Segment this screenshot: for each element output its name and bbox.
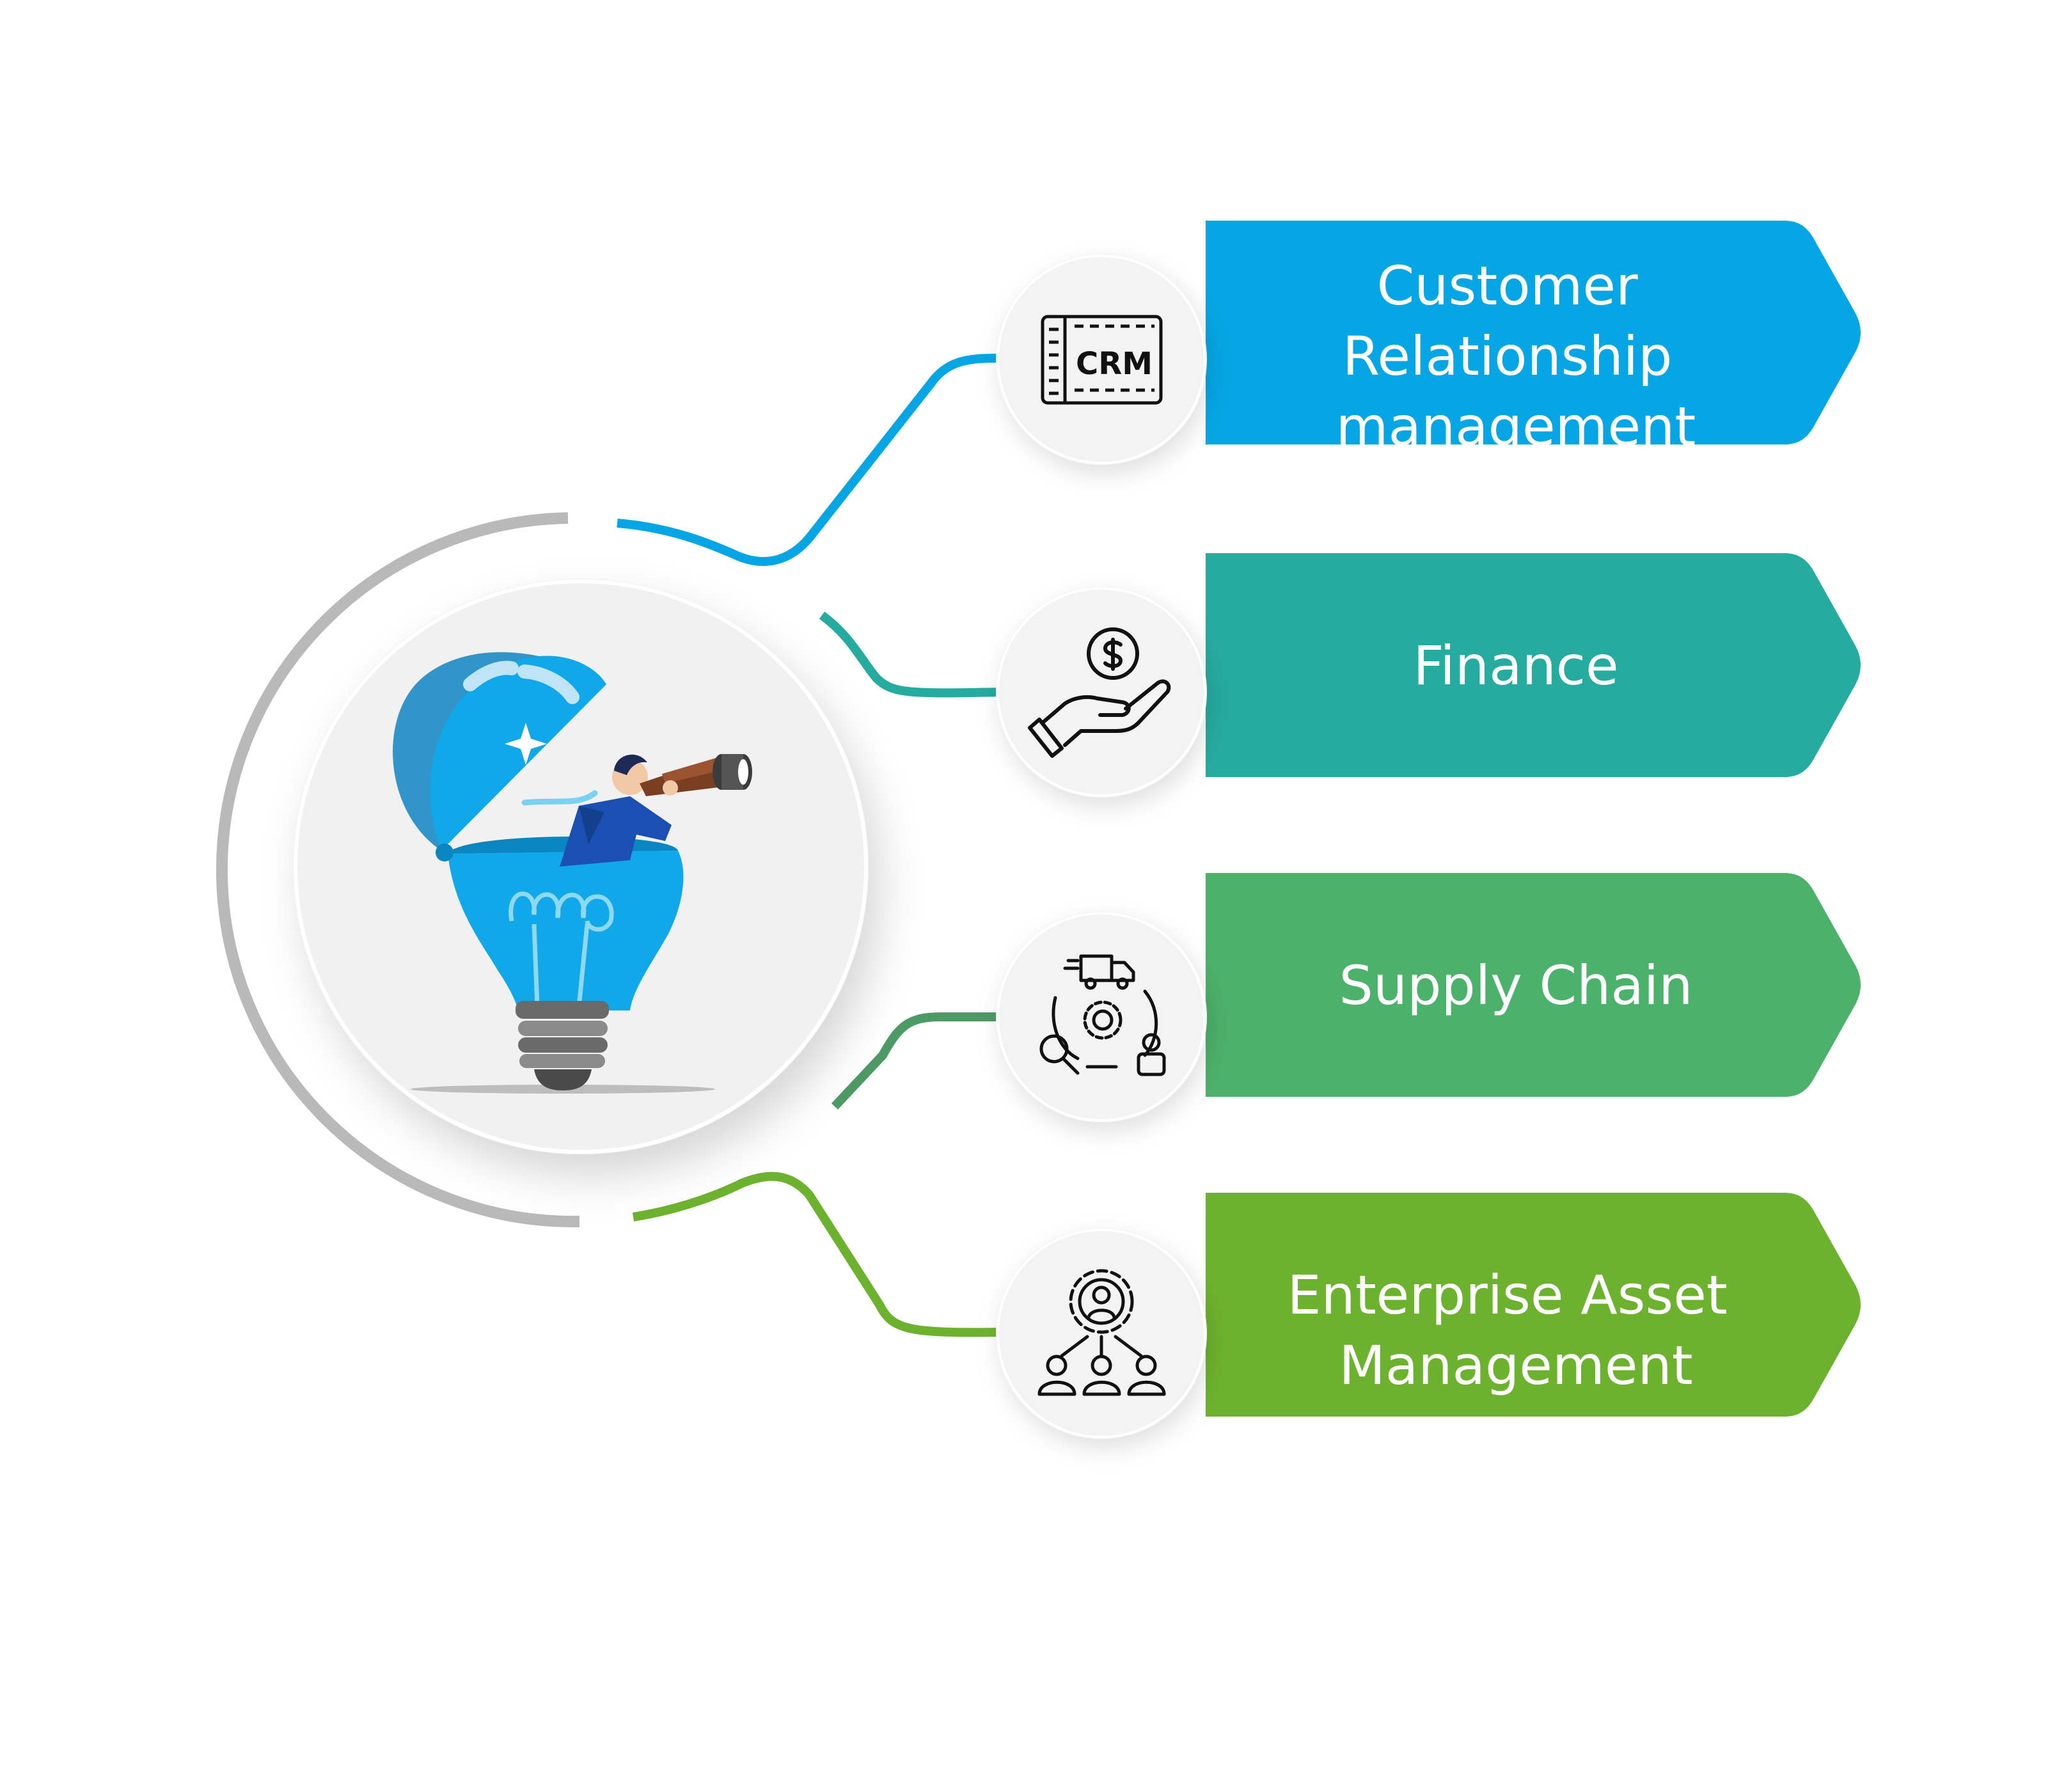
asset-management-icon	[1037, 1269, 1166, 1396]
hub	[293, 579, 869, 1154]
pill-finance: Finance	[1206, 553, 1861, 777]
icon-circle-supply	[996, 911, 1207, 1122]
icon-circle-finance	[996, 586, 1207, 798]
pill-supply: Supply Chain	[1206, 873, 1861, 1097]
connector-supply	[831, 1012, 1004, 1110]
connector-asset	[632, 1172, 1005, 1337]
lightbulb-telescope-icon	[393, 652, 752, 1094]
crm-icon-text: CRM	[1076, 346, 1153, 382]
icon-circle-crm: CRM	[996, 254, 1207, 465]
pill-supply-label: Supply Chain	[1339, 954, 1693, 1017]
connector-finance	[819, 611, 1005, 698]
hand-coin-icon	[1028, 627, 1171, 758]
pill-asset-label: Enterprise Asset Management	[1287, 1264, 1744, 1397]
pill-finance-label: Finance	[1413, 634, 1618, 697]
pill-crm-label: Customer Relationship management	[1336, 255, 1696, 458]
hub-outer-arc	[216, 512, 580, 1228]
crm-icon	[1041, 315, 1163, 405]
pill-crm: Customer Relationship management	[1206, 221, 1861, 458]
pill-asset: Enterprise Asset Management	[1206, 1193, 1861, 1417]
connector-crm	[617, 354, 998, 566]
supply-chain-icon	[1039, 954, 1166, 1076]
icon-circle-asset	[996, 1228, 1207, 1439]
